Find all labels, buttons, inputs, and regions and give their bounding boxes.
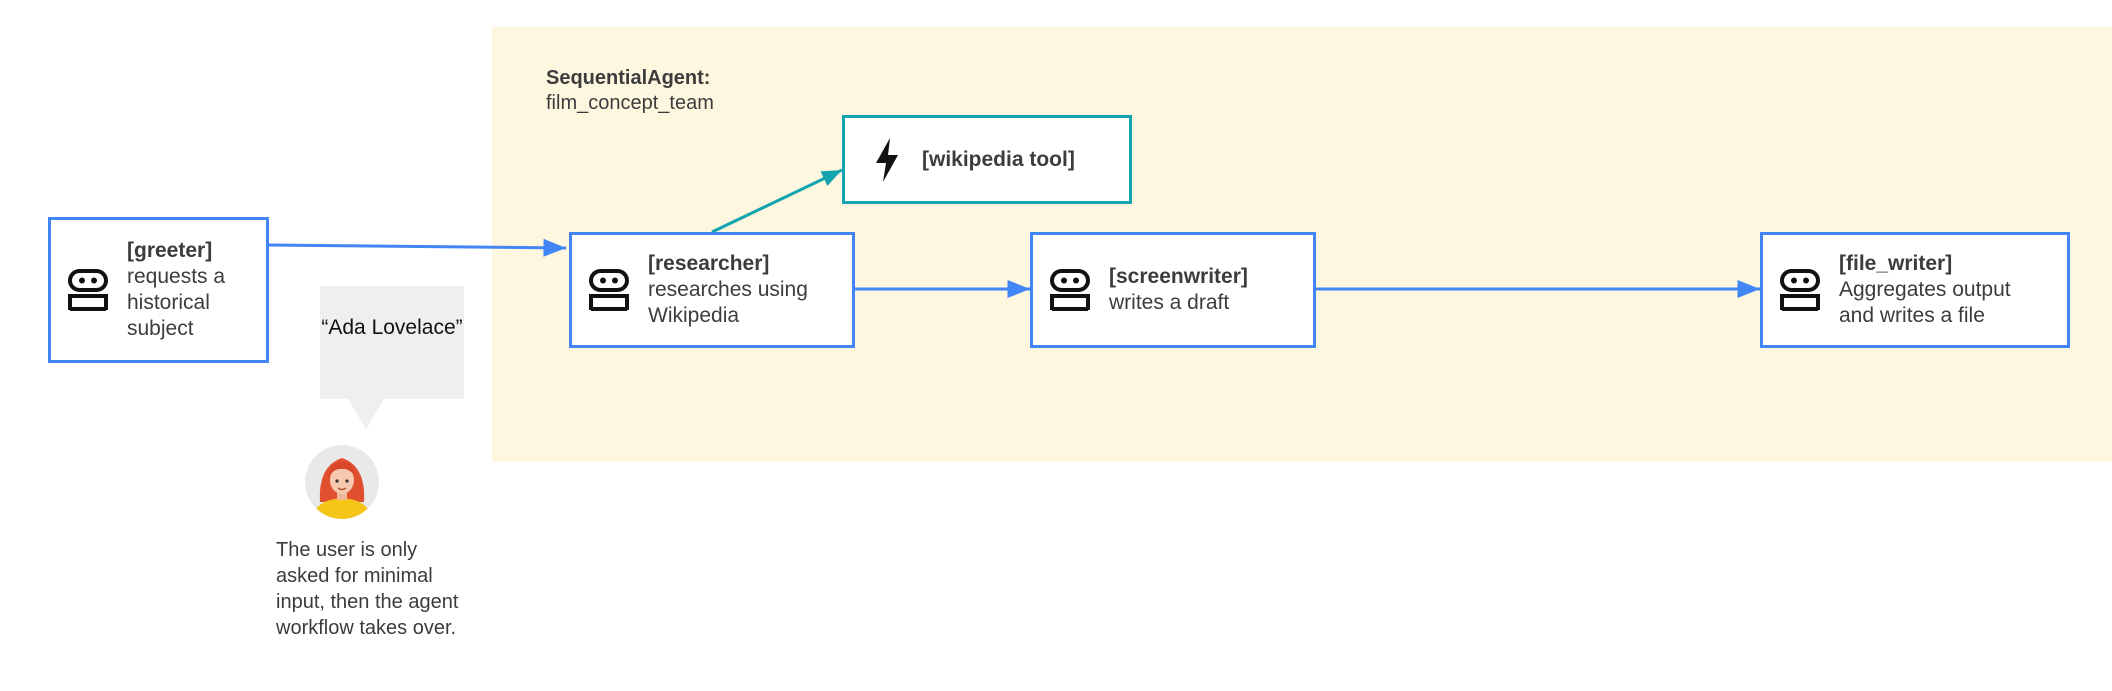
robot-icon: [68, 269, 108, 311]
tool-wikipedia: [wikipedia tool]: [842, 115, 1132, 204]
agent-description: requests a historical subject: [127, 265, 226, 340]
agent-name: [greeter]: [127, 239, 213, 262]
group-name-label: film_concept_team: [546, 92, 714, 114]
robot-icon: [1050, 269, 1090, 311]
agent-name: [researcher]: [648, 252, 770, 275]
group-kind-label: SequentialAgent:: [546, 67, 711, 89]
agent-description: Aggregates output and writes a file: [1839, 278, 2011, 327]
agent-name: [file_writer]: [1839, 252, 1953, 275]
user-avatar-icon: [305, 445, 379, 519]
lightning-bolt-icon: [876, 138, 898, 182]
agent-screenwriter: [screenwriter] writes a draft: [1030, 232, 1316, 348]
speech-text: “Ada Lovelace”: [321, 316, 463, 339]
agent-description: writes a draft: [1109, 291, 1230, 314]
agent-name: [screenwriter]: [1109, 265, 1248, 288]
speech-bubble: “Ada Lovelace”: [320, 286, 464, 399]
arrow-greeter-to-researcher: [267, 238, 567, 257]
arrow-researcher-to-tool: [711, 168, 843, 234]
agent-researcher: [researcher] researches using Wikipedia: [569, 232, 855, 348]
user-note: The user is only asked for minimal input…: [276, 539, 459, 639]
robot-icon: [589, 269, 629, 311]
agent-description: researches using Wikipedia: [648, 278, 808, 327]
robot-icon: [1780, 269, 1820, 311]
tool-name: [wikipedia tool]: [922, 148, 1075, 171]
agent-greeter: [greeter] requests a historical subject: [48, 217, 269, 363]
group-label: SequentialAgent: film_concept_team: [546, 66, 714, 116]
agent-file-writer: [file_writer] Aggregates output and writ…: [1760, 232, 2070, 348]
speech-bubble-tail: [348, 399, 384, 429]
